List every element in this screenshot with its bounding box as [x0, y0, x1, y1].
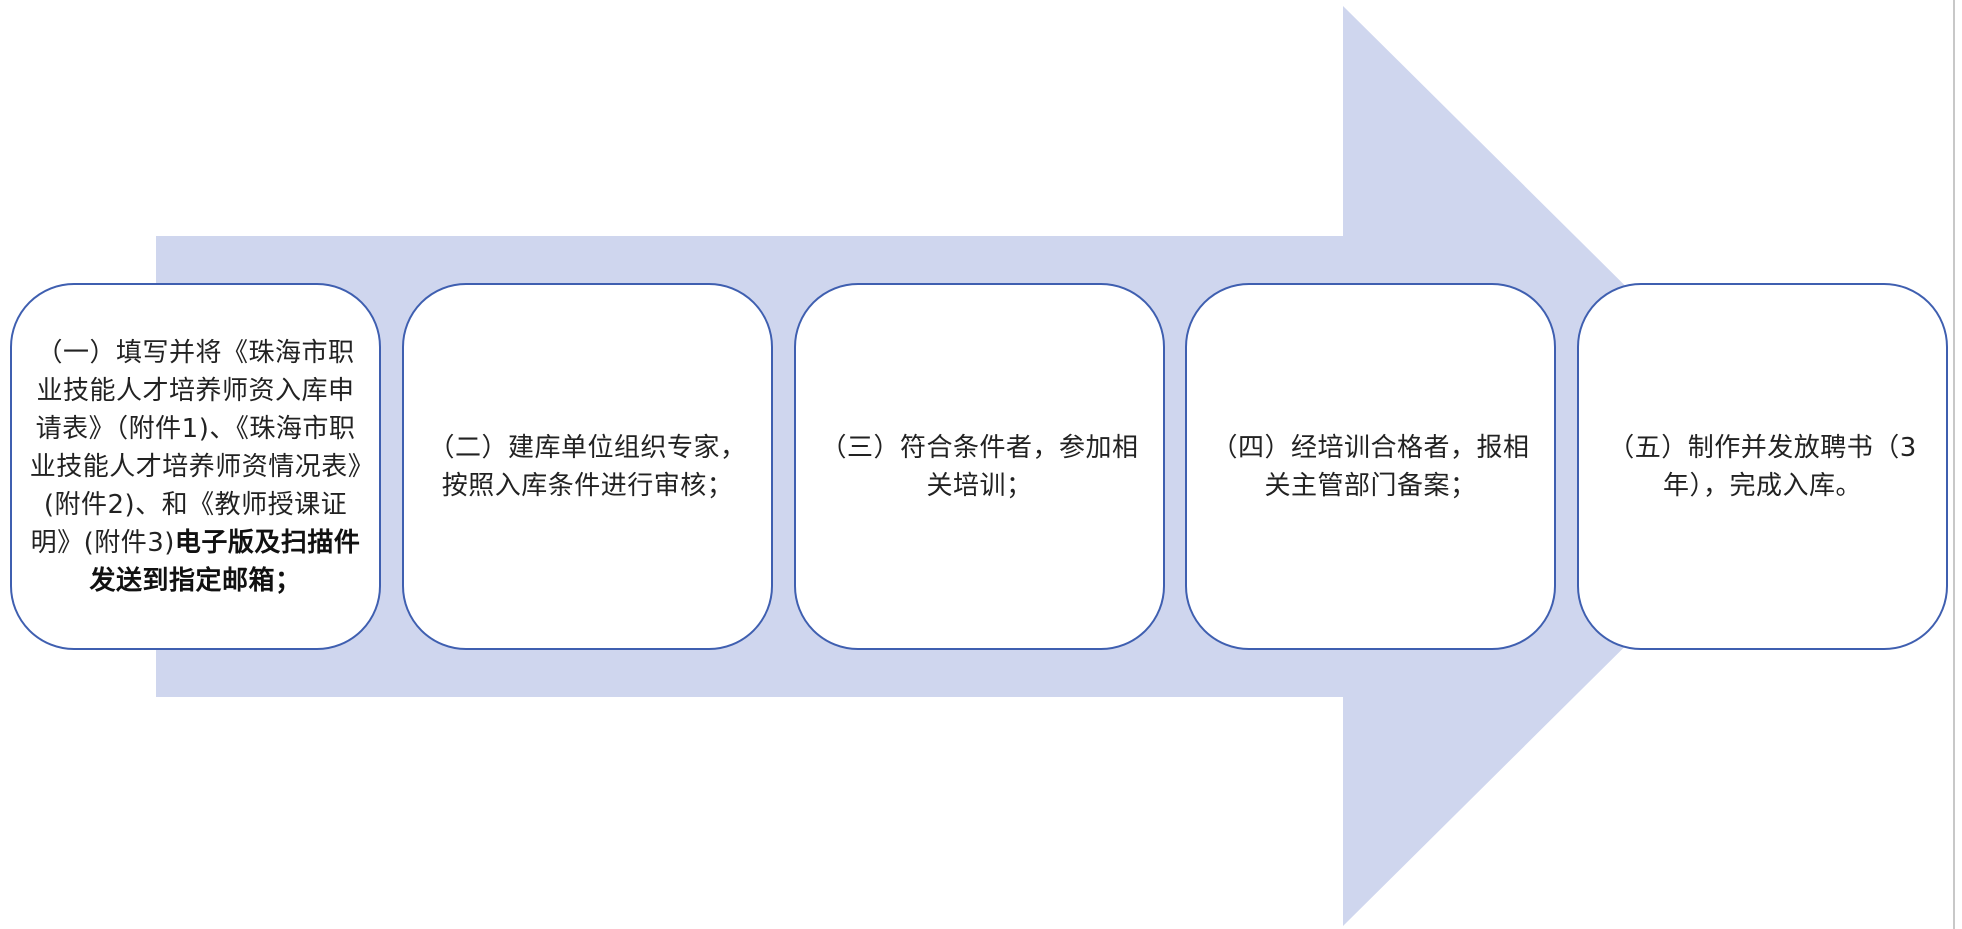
step-1-main-text: （一）填写并将《珠海市职业技能人才培养师资入库申请表》（附件1)、《珠海市职业技…: [29, 337, 362, 558]
page-edge-line: [1953, 0, 1955, 929]
step-box-3: （三）符合条件者，参加相关培训；: [794, 283, 1165, 650]
step-3-text: （三）符合条件者，参加相关培训；: [820, 432, 1139, 501]
step-box-2: （二）建库单位组织专家，按照入库条件进行审核；: [402, 283, 773, 650]
step-box-5: （五）制作并发放聘书（3年），完成入库。: [1577, 283, 1948, 650]
step-4-text: （四）经培训合格者，报相关主管部门备案；: [1211, 432, 1530, 501]
step-5-text: （五）制作并发放聘书（3年），完成入库。: [1608, 432, 1917, 501]
step-1-bold-text: 电子版及扫描件发送到指定邮箱；: [89, 527, 361, 596]
step-box-4: （四）经培训合格者，报相关主管部门备案；: [1185, 283, 1556, 650]
step-box-1: （一）填写并将《珠海市职业技能人才培养师资入库申请表》（附件1)、《珠海市职业技…: [10, 283, 381, 650]
step-2-text: （二）建库单位组织专家，按照入库条件进行审核；: [428, 432, 747, 501]
step-1-text: （一）填写并将《珠海市职业技能人才培养师资入库申请表》（附件1)、《珠海市职业技…: [28, 334, 363, 600]
